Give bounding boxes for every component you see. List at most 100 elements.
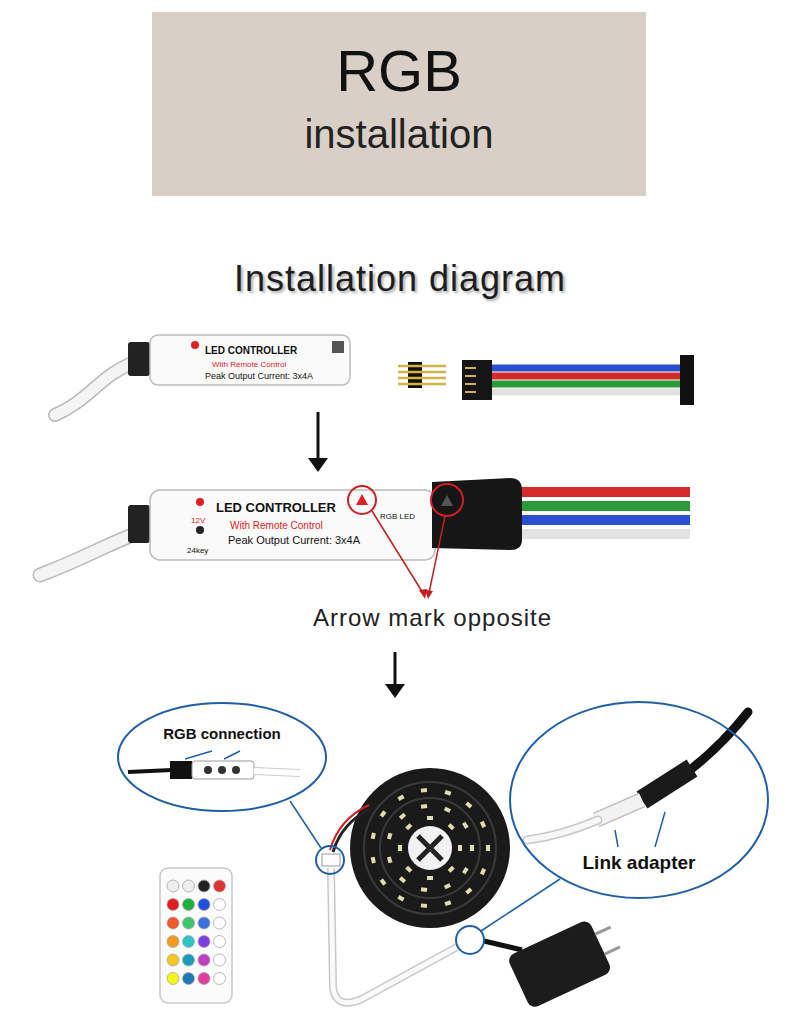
label-anchor: With Remote Control bbox=[212, 353, 286, 371]
power-adapter bbox=[484, 941, 522, 950]
led-chip bbox=[380, 810, 387, 817]
strip-plug bbox=[492, 381, 680, 388]
pin-connector bbox=[398, 362, 446, 388]
adapter-detail bbox=[655, 812, 665, 847]
led-chip bbox=[397, 795, 404, 801]
remote-button bbox=[183, 973, 195, 985]
led-chip bbox=[448, 866, 455, 873]
remote-button bbox=[167, 917, 179, 929]
led-chip bbox=[444, 883, 451, 889]
remote-button bbox=[167, 899, 179, 911]
step-arrow bbox=[308, 412, 328, 472]
strip-plug bbox=[462, 355, 694, 405]
detail-callout: RGB connection bbox=[116, 701, 328, 813]
led-chip bbox=[480, 821, 486, 828]
dc-jack bbox=[128, 505, 150, 543]
led-reel bbox=[350, 768, 510, 928]
label-anchor: Peak Output Current: 3x4A bbox=[205, 365, 313, 383]
remote-control bbox=[160, 868, 232, 1003]
led-chip bbox=[444, 900, 451, 906]
strip-wire bbox=[322, 854, 340, 866]
led-chip bbox=[480, 868, 486, 875]
connection-detail bbox=[128, 751, 300, 779]
led-chip bbox=[427, 876, 433, 880]
led-chip bbox=[387, 833, 393, 840]
callout-ellipse bbox=[118, 703, 326, 811]
led-chip bbox=[399, 876, 406, 883]
remote-button bbox=[167, 954, 179, 966]
power-adapter bbox=[595, 927, 610, 934]
adapter-detail bbox=[527, 712, 748, 847]
callout-ellipse bbox=[510, 702, 768, 898]
dc-jack bbox=[128, 342, 150, 376]
led-chip bbox=[458, 845, 462, 851]
remote-button bbox=[198, 954, 210, 966]
led-chip bbox=[462, 867, 469, 874]
strip-wire bbox=[331, 868, 457, 1003]
led-chip bbox=[462, 822, 469, 829]
label-anchor: 12V bbox=[191, 509, 205, 527]
pin-connector bbox=[398, 383, 446, 386]
callout-text: RGB connection bbox=[163, 725, 281, 742]
strip-plug bbox=[432, 478, 690, 550]
power-adapter bbox=[484, 912, 628, 1010]
led-chip bbox=[397, 895, 404, 901]
power-adapter bbox=[507, 912, 628, 1010]
diagram-title: Installation diagram bbox=[234, 258, 566, 299]
power-adapter bbox=[605, 947, 620, 954]
connection-detail bbox=[232, 766, 240, 774]
remote-button bbox=[167, 880, 179, 892]
product-marking: With Remote Control bbox=[212, 360, 286, 369]
led-reel bbox=[364, 782, 496, 914]
pin-connector bbox=[398, 365, 446, 368]
led-chip bbox=[371, 857, 376, 864]
remote-button bbox=[214, 899, 226, 911]
pin-connector bbox=[398, 371, 446, 374]
remote-button bbox=[183, 917, 195, 929]
connection-detail bbox=[218, 766, 226, 774]
detail-circle bbox=[316, 846, 344, 874]
strip-plug bbox=[465, 391, 476, 393]
detail-circle bbox=[456, 926, 484, 954]
remote-button bbox=[214, 936, 226, 948]
label-anchor: RGB LED bbox=[380, 505, 415, 523]
note-label: Arrow mark opposite bbox=[313, 604, 552, 632]
remote-button bbox=[198, 936, 210, 948]
led-chip bbox=[448, 823, 455, 830]
product-marking: LED CONTROLLER bbox=[205, 345, 297, 357]
remote-button bbox=[167, 936, 179, 948]
product-marking: With Remote Control bbox=[230, 520, 323, 532]
label-anchor: With Remote Control bbox=[230, 515, 323, 533]
led-chip bbox=[465, 801, 472, 808]
adapter-detail bbox=[527, 820, 598, 840]
info-icon bbox=[196, 526, 204, 534]
banner-heading: RGB bbox=[336, 38, 462, 105]
controller-cable bbox=[55, 362, 135, 415]
title-anchor: Installation diagram bbox=[0, 258, 800, 299]
label-anchor: 24key bbox=[187, 539, 208, 557]
connection-detail bbox=[185, 751, 212, 759]
leader-line bbox=[425, 590, 433, 599]
product-marking: Peak Output Current: 3x4A bbox=[205, 371, 313, 381]
strip-plug bbox=[441, 495, 453, 506]
led-chip bbox=[371, 833, 376, 840]
highlight-circle bbox=[431, 484, 463, 516]
strip-wire bbox=[331, 868, 457, 1003]
step-arrow bbox=[385, 652, 405, 698]
remote-button bbox=[214, 954, 226, 966]
power-icon bbox=[196, 498, 204, 506]
strip-plug bbox=[465, 367, 476, 369]
adapter-detail bbox=[642, 768, 692, 800]
connection-detail bbox=[204, 766, 212, 774]
led-chip bbox=[380, 878, 387, 885]
controller-cable bbox=[55, 362, 135, 415]
banner-subheading: installation bbox=[304, 111, 493, 157]
remote-button bbox=[198, 880, 210, 892]
strip-plug bbox=[522, 529, 690, 539]
key-marking: 24key bbox=[187, 546, 208, 555]
remote-button bbox=[183, 899, 195, 911]
callout-line bbox=[481, 879, 560, 931]
highlight-circle bbox=[348, 486, 376, 514]
callout-outline bbox=[116, 701, 328, 813]
